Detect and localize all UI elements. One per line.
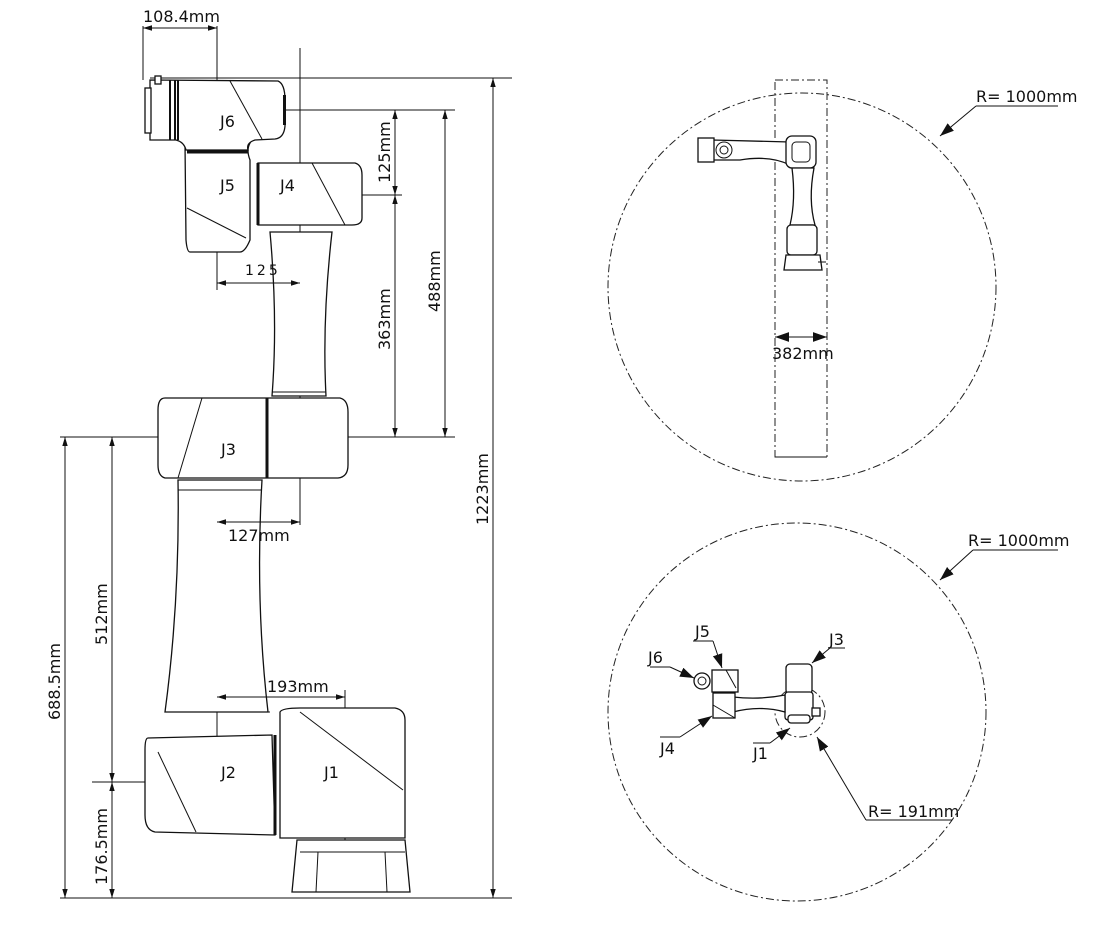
dim-j5-j4: 125mm: [375, 121, 394, 183]
folded-label-j4: J4: [659, 739, 675, 758]
joint-label-j6: J6: [219, 112, 235, 131]
robot-side-body: [144, 75, 411, 893]
dim-j3-height: 688.5mm: [45, 643, 64, 720]
base-radius-label: R= 191mm: [868, 802, 959, 821]
folded-reach-radius-label: R= 1000mm: [968, 531, 1070, 550]
dim-j4-j3: 363mm: [375, 288, 394, 350]
joint-label-j3: J3: [220, 440, 236, 459]
dim-wrist-offset: 125: [245, 263, 281, 279]
joint-label-j5: J5: [219, 176, 235, 195]
reach-radius-label: R= 1000mm: [976, 87, 1078, 106]
dim-base-height: 176.5mm: [92, 808, 111, 885]
top-view-folded: J6 J5 J4 J3 J1 R= 1000mm R= 191mm: [607, 522, 1070, 902]
dim-shoulder-offset: 193mm: [267, 677, 329, 696]
folded-label-j6: J6: [647, 648, 663, 667]
dim-elbow-offset: 127mm: [228, 526, 290, 545]
robot-folded-body: [693, 663, 821, 724]
joint-label-j2: J2: [220, 763, 236, 782]
dim-j6-j3: 488mm: [425, 250, 444, 312]
dim-flange-offset: 108.4mm: [143, 7, 220, 26]
joint-label-j4: J4: [279, 176, 295, 195]
dim-total-height: 1223mm: [473, 453, 492, 525]
top-view-workspace: 382mm R= 1000mm: [607, 79, 1078, 482]
folded-label-j1: J1: [752, 744, 768, 763]
joint-label-j1: J1: [323, 763, 339, 782]
side-view: J6 J5 J4 J3 J2 J1 108.4mm 125 125mm 363m…: [45, 7, 512, 899]
dim-upper-arm: 512mm: [92, 583, 111, 645]
robot-top-body: [697, 135, 826, 271]
reach-circle: [607, 92, 997, 482]
dim-width: 382mm: [772, 344, 834, 363]
folded-label-j5: J5: [694, 622, 710, 641]
folded-label-j3: J3: [828, 630, 844, 649]
reach-circle-2: [607, 522, 987, 902]
